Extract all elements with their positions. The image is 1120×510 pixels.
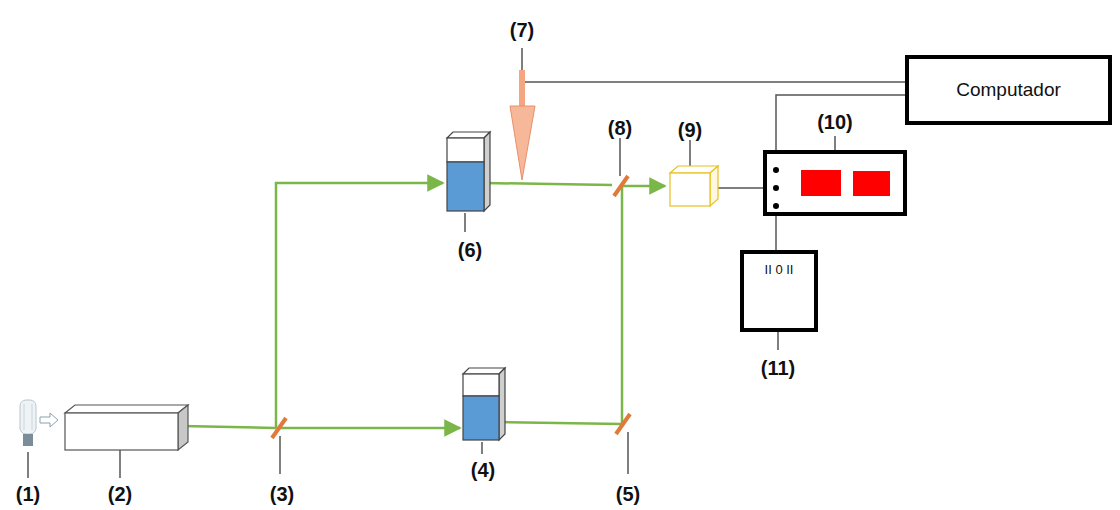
switch-box: II 0 II xyxy=(740,250,818,332)
cuvette xyxy=(463,368,505,440)
callout-number: (11) xyxy=(761,357,795,380)
callout-number: (2) xyxy=(108,483,132,506)
callout-number: (4) xyxy=(471,459,495,482)
cuvette xyxy=(447,132,490,211)
detector xyxy=(670,166,718,206)
callout-number: (6) xyxy=(458,239,482,262)
callout-number: (1) xyxy=(16,483,40,506)
node-text: II 0 II xyxy=(765,262,794,277)
callout-number: (5) xyxy=(616,483,640,506)
light-beam xyxy=(182,183,665,428)
callout-number: (10) xyxy=(817,111,853,134)
mirror xyxy=(272,176,630,438)
callout-number: (9) xyxy=(678,119,702,142)
light-source-box xyxy=(65,405,188,450)
prism xyxy=(510,70,535,180)
display-unit xyxy=(765,152,905,214)
callout-number: (7) xyxy=(510,19,534,42)
wires xyxy=(28,48,905,478)
computer-box: Computador xyxy=(905,55,1112,125)
callout-number: (8) xyxy=(608,117,632,140)
lamp xyxy=(20,400,58,446)
callout-number: (3) xyxy=(270,483,294,506)
node-text: Computador xyxy=(956,79,1061,101)
